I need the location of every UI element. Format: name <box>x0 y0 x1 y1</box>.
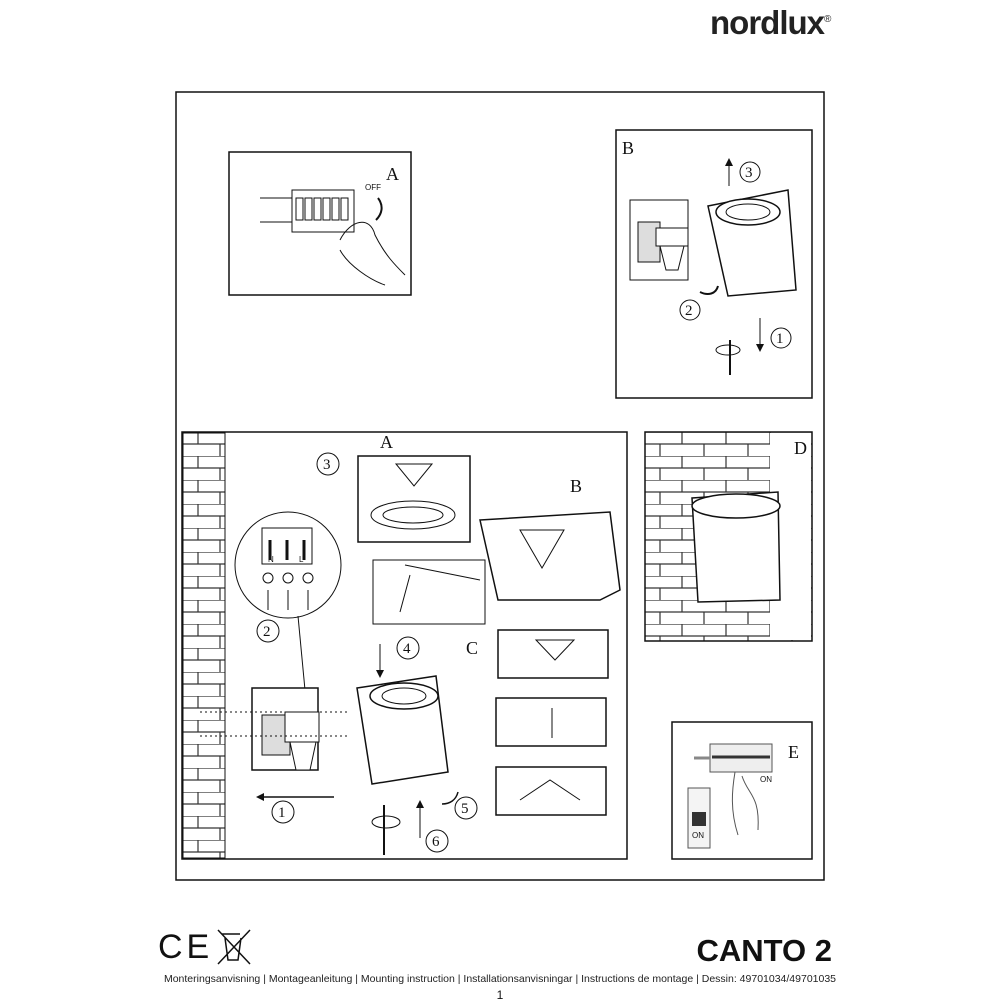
panel-b-step-2: 2 <box>685 303 693 319</box>
on-label-breaker: ON <box>692 831 704 840</box>
brand-name: nordlux <box>710 4 825 41</box>
panel-e-switch-on: E ON ON <box>671 721 813 860</box>
panel-a-label: A <box>386 164 399 184</box>
sub-label-a: A <box>380 432 393 452</box>
panel-main-installation: N L 2 4 1 6 5 3 A B <box>181 431 628 860</box>
terminal-n: N <box>268 555 274 564</box>
brand-logo: nordlux® <box>710 4 831 42</box>
terminal-l: L <box>299 555 304 564</box>
main-step-2: 2 <box>263 624 271 640</box>
panel-a-switch-off: A OFF <box>228 151 412 296</box>
main-step-4: 4 <box>403 641 411 657</box>
panel-d-label: D <box>794 438 807 458</box>
ce-mark: CE <box>158 928 214 966</box>
page-number: 1 <box>496 988 504 1002</box>
panel-b-removal: B 3 2 1 <box>615 129 813 399</box>
weee-bin-icon <box>217 929 251 965</box>
main-step-5: 5 <box>461 801 469 817</box>
main-step-6: 6 <box>432 834 440 850</box>
panel-d-finished: D <box>644 431 813 642</box>
panel-b-label: B <box>622 138 634 158</box>
registered-mark: ® <box>824 14 831 25</box>
product-title: CANTO 2 <box>696 933 832 968</box>
outer-frame <box>175 91 825 881</box>
main-step-1: 1 <box>278 805 286 821</box>
panel-b-step-3: 3 <box>745 165 753 181</box>
panel-b-step-1: 1 <box>776 331 784 347</box>
main-step-3: 3 <box>323 457 331 473</box>
panel-e-label: E <box>788 742 799 762</box>
sub-label-b: B <box>570 476 582 496</box>
on-label-breaker-strip: ON <box>760 775 772 784</box>
footer-languages: Monteringsanvisning | Montageanleitung |… <box>163 973 837 985</box>
off-label: OFF <box>365 183 381 192</box>
sub-label-c: C <box>466 638 478 658</box>
